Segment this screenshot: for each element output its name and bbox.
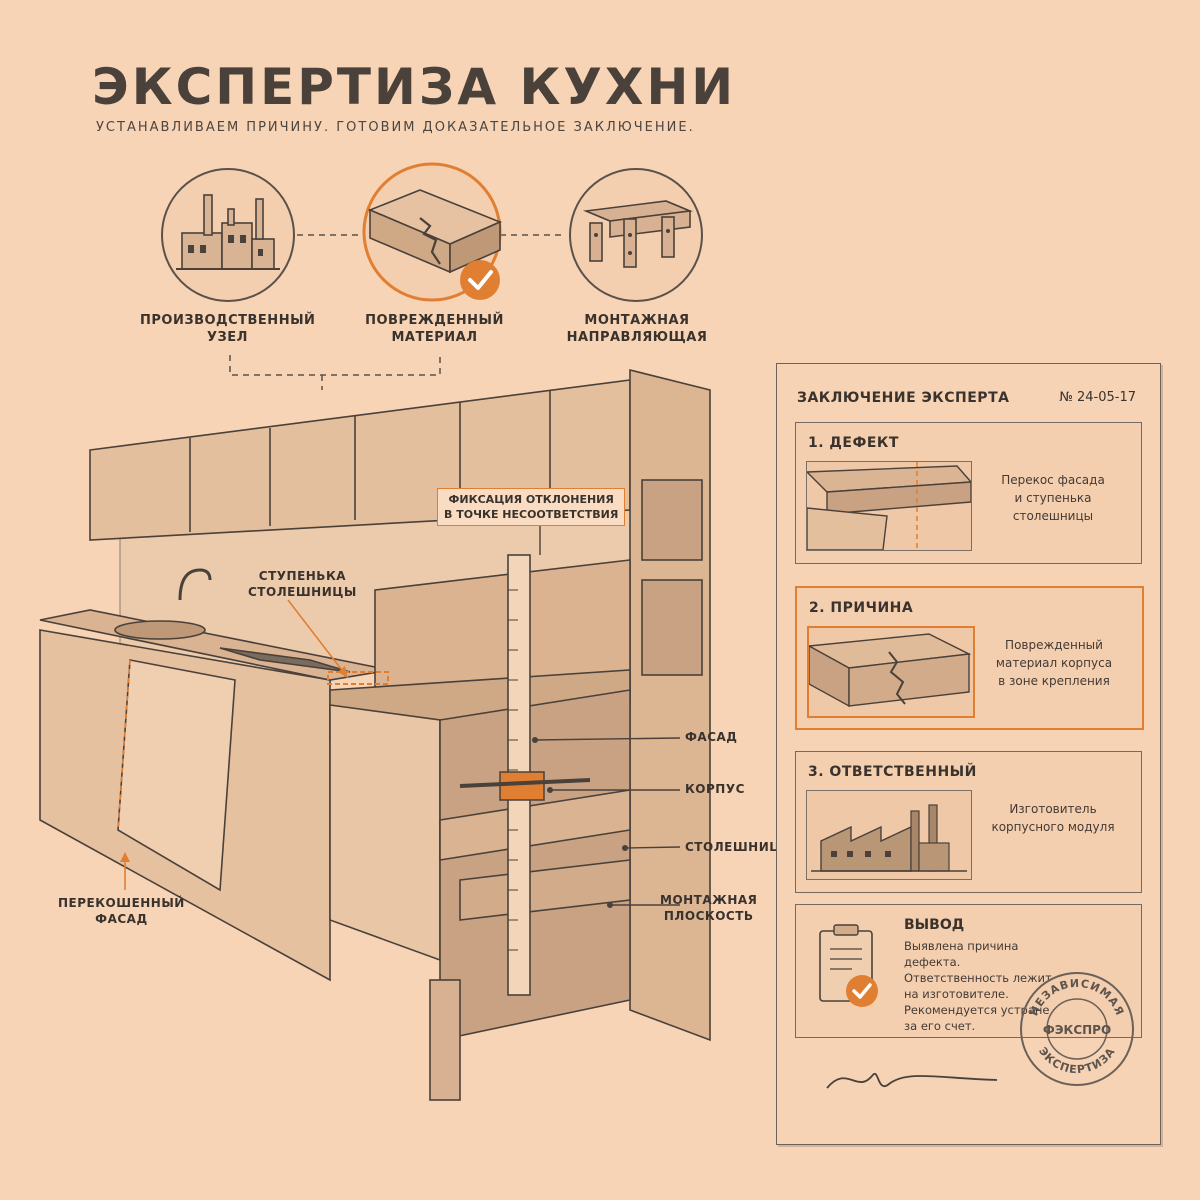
clipboard-check-icon [819,924,878,1007]
stamp-bottom-text: ЭКСПЕРТИЗА [1036,1045,1117,1076]
factory-icon [161,168,295,302]
cracked-board-icon [362,162,503,302]
report-title: ЗАКЛЮЧЕНИЕ ЭКСПЕРТА [797,390,1010,406]
skewed-facade-thumbnail-icon [806,461,972,551]
card-conclusion: ВЫВОД Выявлена причина дефекта. Ответств… [795,904,1142,1038]
label-damaged-material: ПОВРЕЖДЕННЫЙ МАТЕРИАЛ [365,313,504,345]
svg-text:НЕЗАВИСИМАЯ: НЕЗАВИСИМАЯ [1027,977,1126,1018]
card-defect-heading: 1. ДЕФЕКТ [808,435,899,451]
expert-report-panel: ЗАКЛЮЧЕНИЕ ЭКСПЕРТА № 24-05-17 1. ДЕФЕКТ… [776,363,1161,1145]
callout-deviation-fixation: ФИКСАЦИЯ ОТКЛОНЕНИЯ В ТОЧКЕ НЕСООТВЕТСТВ… [437,488,626,526]
label-production-node: ПРОИЗВОДСТВЕННЫЙ УЗЕЛ [140,313,316,345]
card-responsible-heading: 3. ОТВЕТСТВЕННЫЙ [808,764,977,780]
factory-thumbnail-icon [806,790,972,880]
callout-facade: ФАСАД [685,730,738,744]
svg-text:ЭКСПЕРТИЗА: ЭКСПЕРТИЗА [1036,1045,1118,1076]
card-cause: 2. ПРИЧИНА Поврежденный материал корпуса… [795,586,1144,730]
card-defect-text: Перекос фасада и ступенька столешницы [1001,473,1105,523]
kitchen-illustration [39,368,711,1101]
report-number: № 24-05-17 [1059,390,1136,405]
stamp-seal: НЕЗАВИСИМАЯ ФЭКСПРО ЭКСПЕРТИЗА [1020,972,1134,1086]
card-cause-text: Поврежденный материал корпуса в зоне кре… [995,638,1113,688]
signature [826,1072,998,1089]
mounting-rail-icon [569,168,703,302]
label-mounting-rail: МОНТАЖНАЯ НАПРАВЛЯЮЩАЯ [566,313,708,345]
stamp-center-text: ФЭКСПРО [1043,1023,1111,1037]
page-subtitle: УСТАНАВЛИВАЕМ ПРИЧИНУ. ГОТОВИМ ДОКАЗАТЕЛ… [96,120,695,135]
card-responsible-text: Изготовитель корпусного модуля [991,802,1115,834]
callout-countertop-step: СТУПЕНЬКА СТОЛЕШНИЦЫ [248,569,357,599]
callout-mounting-plane: МОНТАЖНАЯ ПЛОСКОСТЬ [660,893,758,923]
stamp-top-text: НЕЗАВИСИМАЯ [1027,977,1125,1018]
cracked-material-thumbnail-icon [807,626,975,718]
card-defect: 1. ДЕФЕКТ Перекос фасада и ступенька сто… [795,422,1142,564]
callout-skewed-facade: ПЕРЕКОШЕННЫЙ ФАСАД [58,896,185,926]
card-cause-heading: 2. ПРИЧИНА [809,600,914,616]
conclusion-heading: ВЫВОД [904,917,965,933]
circle-connectors [229,234,565,390]
card-responsible: 3. ОТВЕТСТВЕННЫЙ Изготовитель корпусного… [795,751,1142,893]
callout-countertop: СТОЛЕШНИЦА [685,840,791,854]
callout-body: КОРПУС [685,782,745,796]
page-title: ЭКСПЕРТИЗА КУХНИ [92,58,737,116]
